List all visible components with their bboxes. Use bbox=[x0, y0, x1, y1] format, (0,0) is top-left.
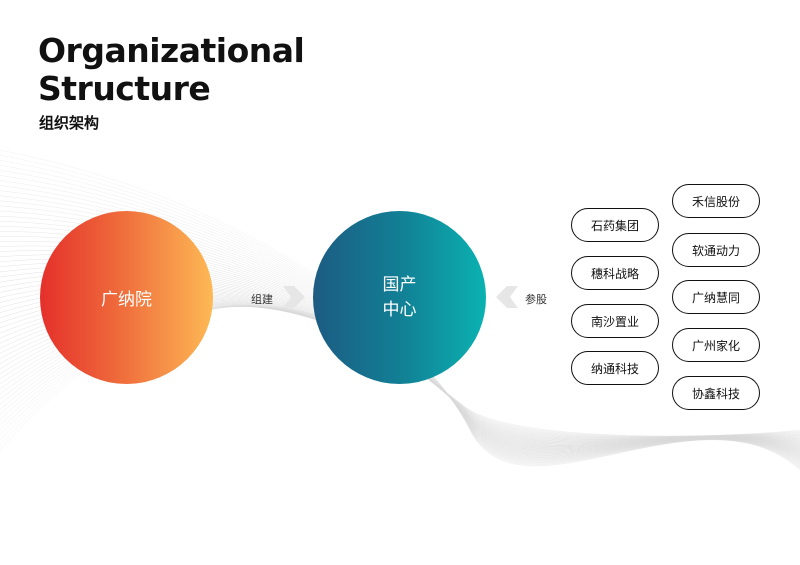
center-label-line-2: 中心 bbox=[382, 299, 417, 320]
company-pill: 广纳慧同 bbox=[672, 280, 760, 314]
page-subtitle: 组织架构 bbox=[39, 114, 100, 132]
page-title: Organizational Structure bbox=[38, 31, 305, 108]
company-pill: 协鑫科技 bbox=[672, 376, 760, 410]
wave-line bbox=[0, 170, 800, 468]
company-pill: 纳通科技 bbox=[571, 351, 659, 385]
left-arrow-icon bbox=[496, 286, 518, 308]
gna-label: 广纳院 bbox=[101, 290, 152, 310]
wave-line bbox=[0, 175, 800, 467]
company-pill: 广州家化 bbox=[672, 328, 760, 362]
establish-label: 组建 bbox=[251, 293, 273, 306]
wave-line bbox=[0, 154, 800, 470]
company-pill: 软通动力 bbox=[672, 233, 760, 267]
wave-line bbox=[0, 159, 800, 469]
right-arrow-icon bbox=[283, 286, 305, 308]
title-line-1: Organizational bbox=[38, 31, 305, 70]
invest-label: 参股 bbox=[525, 293, 547, 306]
company-pill: 石药集团 bbox=[571, 208, 659, 242]
wave-line bbox=[0, 165, 800, 469]
company-pill: 穗科战略 bbox=[571, 256, 659, 290]
title-line-2: Structure bbox=[38, 69, 211, 108]
center-label-line-1: 国产 bbox=[382, 274, 417, 295]
gna-circle-node: 广纳院 bbox=[40, 211, 213, 384]
company-pill: 南沙置业 bbox=[571, 304, 659, 338]
center-circle-node: 国产 中心 bbox=[313, 211, 486, 384]
wave-line bbox=[0, 149, 800, 471]
company-pill: 禾信股份 bbox=[672, 184, 760, 218]
